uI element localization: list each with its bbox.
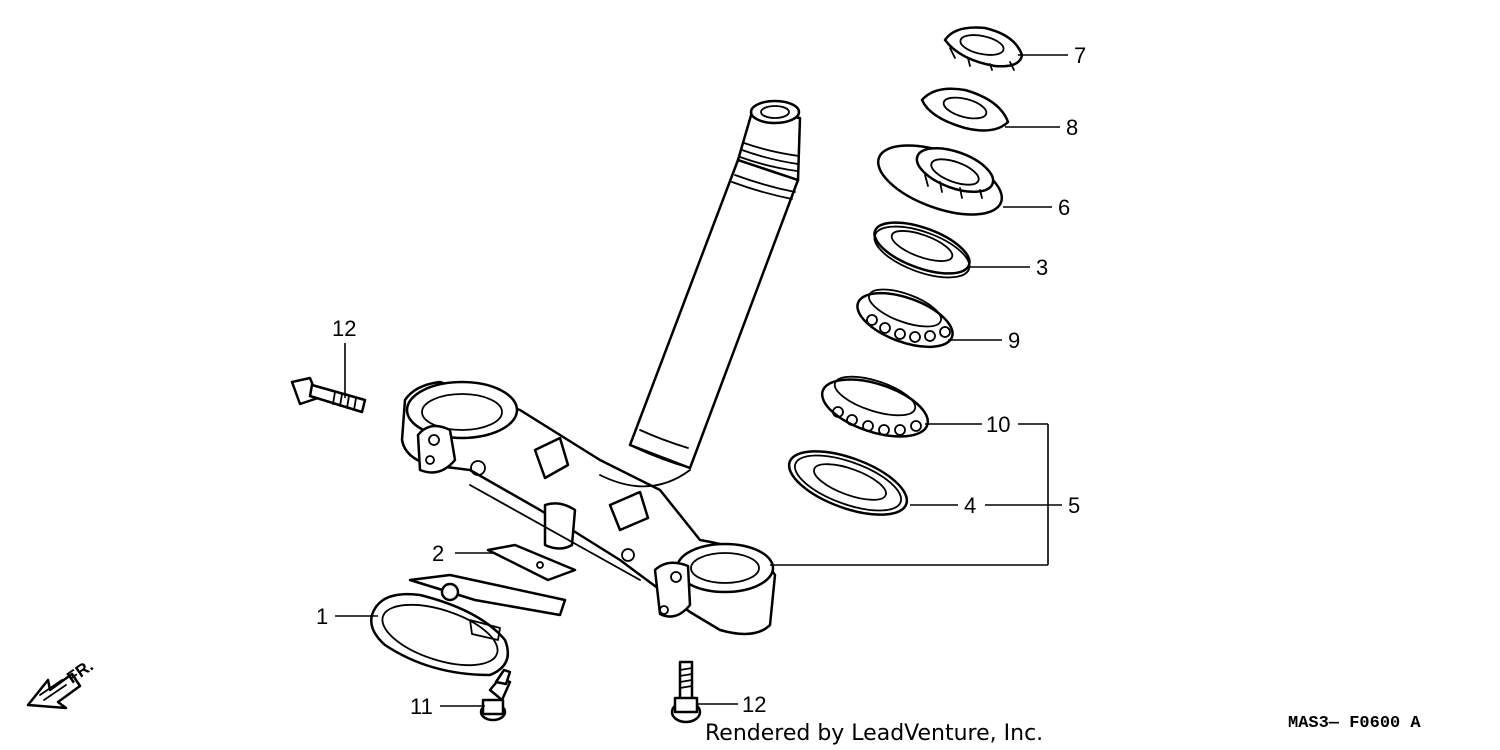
- dust-seal-3: [873, 221, 971, 279]
- callout-12-top: 12: [332, 316, 356, 341]
- leader-lines: [335, 54, 1068, 707]
- callout-7: 7: [1074, 43, 1086, 68]
- bolt-12-top: [290, 376, 367, 414]
- steering-stem-tube: [628, 99, 802, 470]
- callout-1: 1: [316, 604, 328, 629]
- lock-nut-7: [943, 26, 1024, 71]
- callout-8: 8: [1066, 115, 1078, 140]
- lock-washer-8: [920, 87, 1010, 132]
- callout-4: 4: [964, 493, 976, 518]
- horn-bracket-plate: [486, 543, 577, 582]
- front-direction-arrow-icon: [26, 672, 82, 710]
- callout-9: 9: [1008, 328, 1020, 353]
- horn: [370, 573, 567, 677]
- upper-bearing-9: [856, 288, 954, 349]
- lower-bearing-10: [820, 375, 930, 438]
- render-credit: Rendered by LeadVenture, Inc.: [705, 721, 1043, 746]
- bolt-11: [479, 668, 512, 722]
- callout-3: 3: [1036, 255, 1048, 280]
- callout-12-bottom: 12: [742, 692, 766, 717]
- diagram-code: MAS3— F0600 A: [1288, 714, 1421, 733]
- callout-6: 6: [1058, 195, 1070, 220]
- callout-5: 5: [1068, 493, 1080, 518]
- callout-11: 11: [410, 694, 433, 719]
- bolt-12-bottom: [670, 660, 702, 724]
- adjusting-nut-6: [876, 144, 1004, 216]
- callout-2: 2: [432, 541, 444, 566]
- callout-10: 10: [986, 412, 1010, 437]
- dust-seal-4: [787, 450, 909, 516]
- lower-fork-bridge: [400, 380, 777, 636]
